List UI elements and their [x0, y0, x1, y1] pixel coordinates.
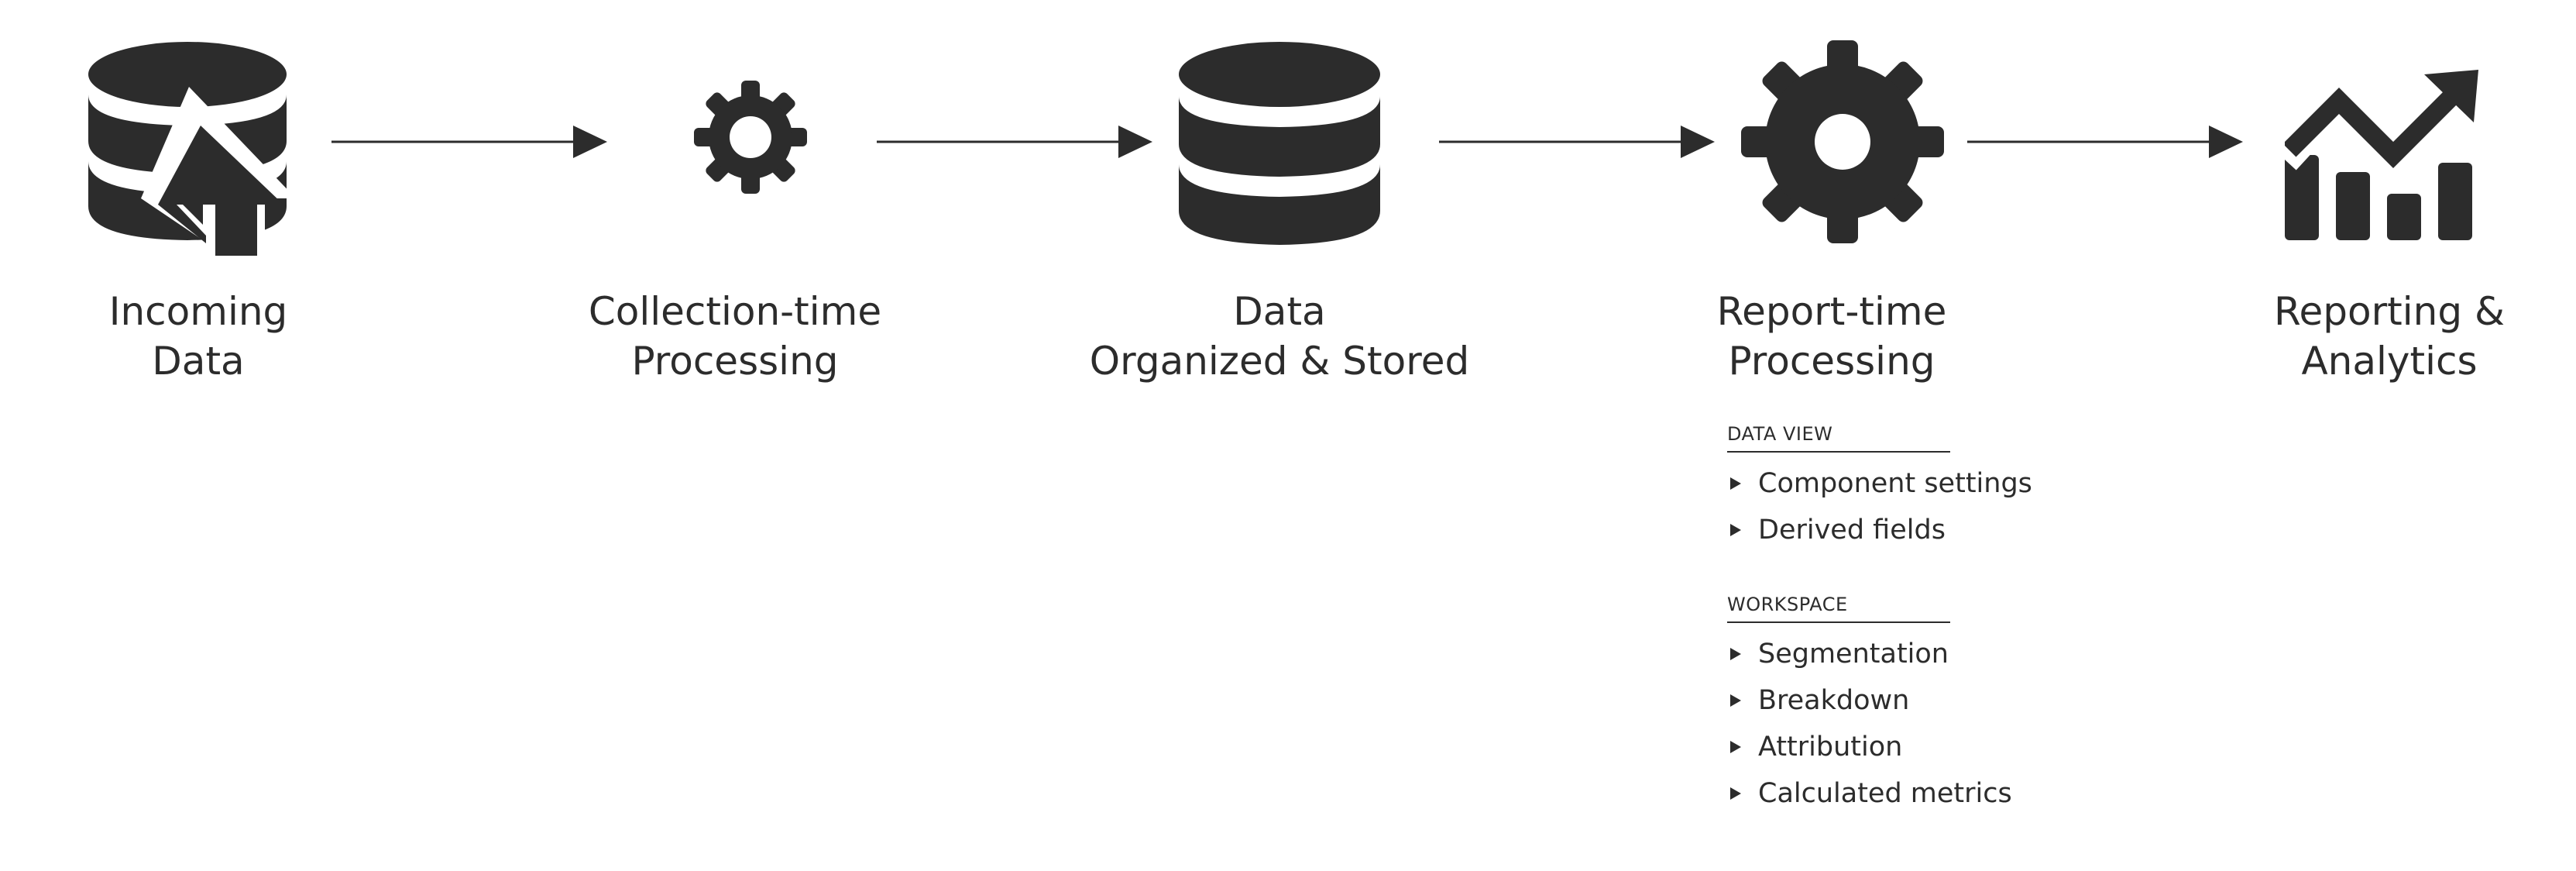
- step-label-line: Report-time: [1716, 289, 1947, 334]
- trend-chart-icon: [2285, 70, 2478, 240]
- flow-arrow-3: [1439, 122, 1715, 161]
- step-label-data-stored: Data Organized & Stored: [1063, 287, 1496, 386]
- list-item: Breakdown: [1727, 677, 2037, 724]
- list-item-label: Segmentation: [1758, 639, 1949, 670]
- database-icon: [1177, 40, 1382, 245]
- list-item-label: Breakdown: [1758, 685, 1910, 716]
- triangle-bullet-icon: [1730, 694, 1741, 707]
- flow-arrow-1: [331, 122, 607, 161]
- workspace-section: WORKSPACE Segmentation Breakdown Attribu…: [1727, 594, 2037, 817]
- step-label-collection-processing: Collection-time Processing: [518, 287, 952, 386]
- step-label-reporting-analytics: Reporting & Analytics: [2172, 287, 2576, 386]
- triangle-bullet-icon: [1730, 741, 1741, 753]
- triangle-bullet-icon: [1730, 477, 1741, 490]
- data-view-section: DATA VIEW Component settings Derived fie…: [1727, 423, 2037, 553]
- triangle-bullet-icon: [1730, 524, 1741, 536]
- step-label-incoming-data: Incoming Data: [0, 287, 415, 386]
- triangle-bullet-icon: [1730, 648, 1741, 660]
- list-item-label: Component settings: [1758, 468, 2032, 499]
- flow-arrow-2: [877, 122, 1152, 161]
- triangle-bullet-icon: [1730, 787, 1741, 800]
- list-item-label: Attribution: [1758, 732, 1903, 763]
- list-item-label: Derived fields: [1758, 515, 1946, 546]
- list-item: Calculated metrics: [1727, 770, 2037, 817]
- step-label-line: Collection-time: [588, 289, 882, 334]
- list-item-label: Calculated metrics: [1758, 778, 2012, 809]
- data-view-list: Component settings Derived fields: [1727, 460, 2037, 553]
- step-label-line: Organized & Stored: [1089, 339, 1470, 384]
- step-label-report-processing: Report-time Processing: [1615, 287, 2049, 386]
- flow-arrow-4: [1967, 122, 2243, 161]
- step-label-line: Processing: [631, 339, 839, 384]
- step-label-line: Data: [1233, 289, 1326, 334]
- list-item: Component settings: [1727, 460, 2037, 507]
- gear-icon: [1741, 40, 1944, 243]
- database-upload-icon: [87, 40, 304, 257]
- step-label-line: Reporting &: [2274, 289, 2505, 334]
- gear-icon: [694, 81, 807, 194]
- step-label-line: Incoming: [108, 289, 288, 334]
- step-label-line: Data: [152, 339, 245, 384]
- list-item: Derived fields: [1727, 507, 2037, 553]
- data-view-title: DATA VIEW: [1727, 423, 1950, 453]
- step-label-line: Analytics: [2301, 339, 2478, 384]
- workspace-title: WORKSPACE: [1727, 594, 1950, 623]
- list-item: Segmentation: [1727, 631, 2037, 677]
- list-item: Attribution: [1727, 724, 2037, 770]
- step-label-line: Processing: [1728, 339, 1935, 384]
- workspace-list: Segmentation Breakdown Attribution Calcu…: [1727, 631, 2037, 817]
